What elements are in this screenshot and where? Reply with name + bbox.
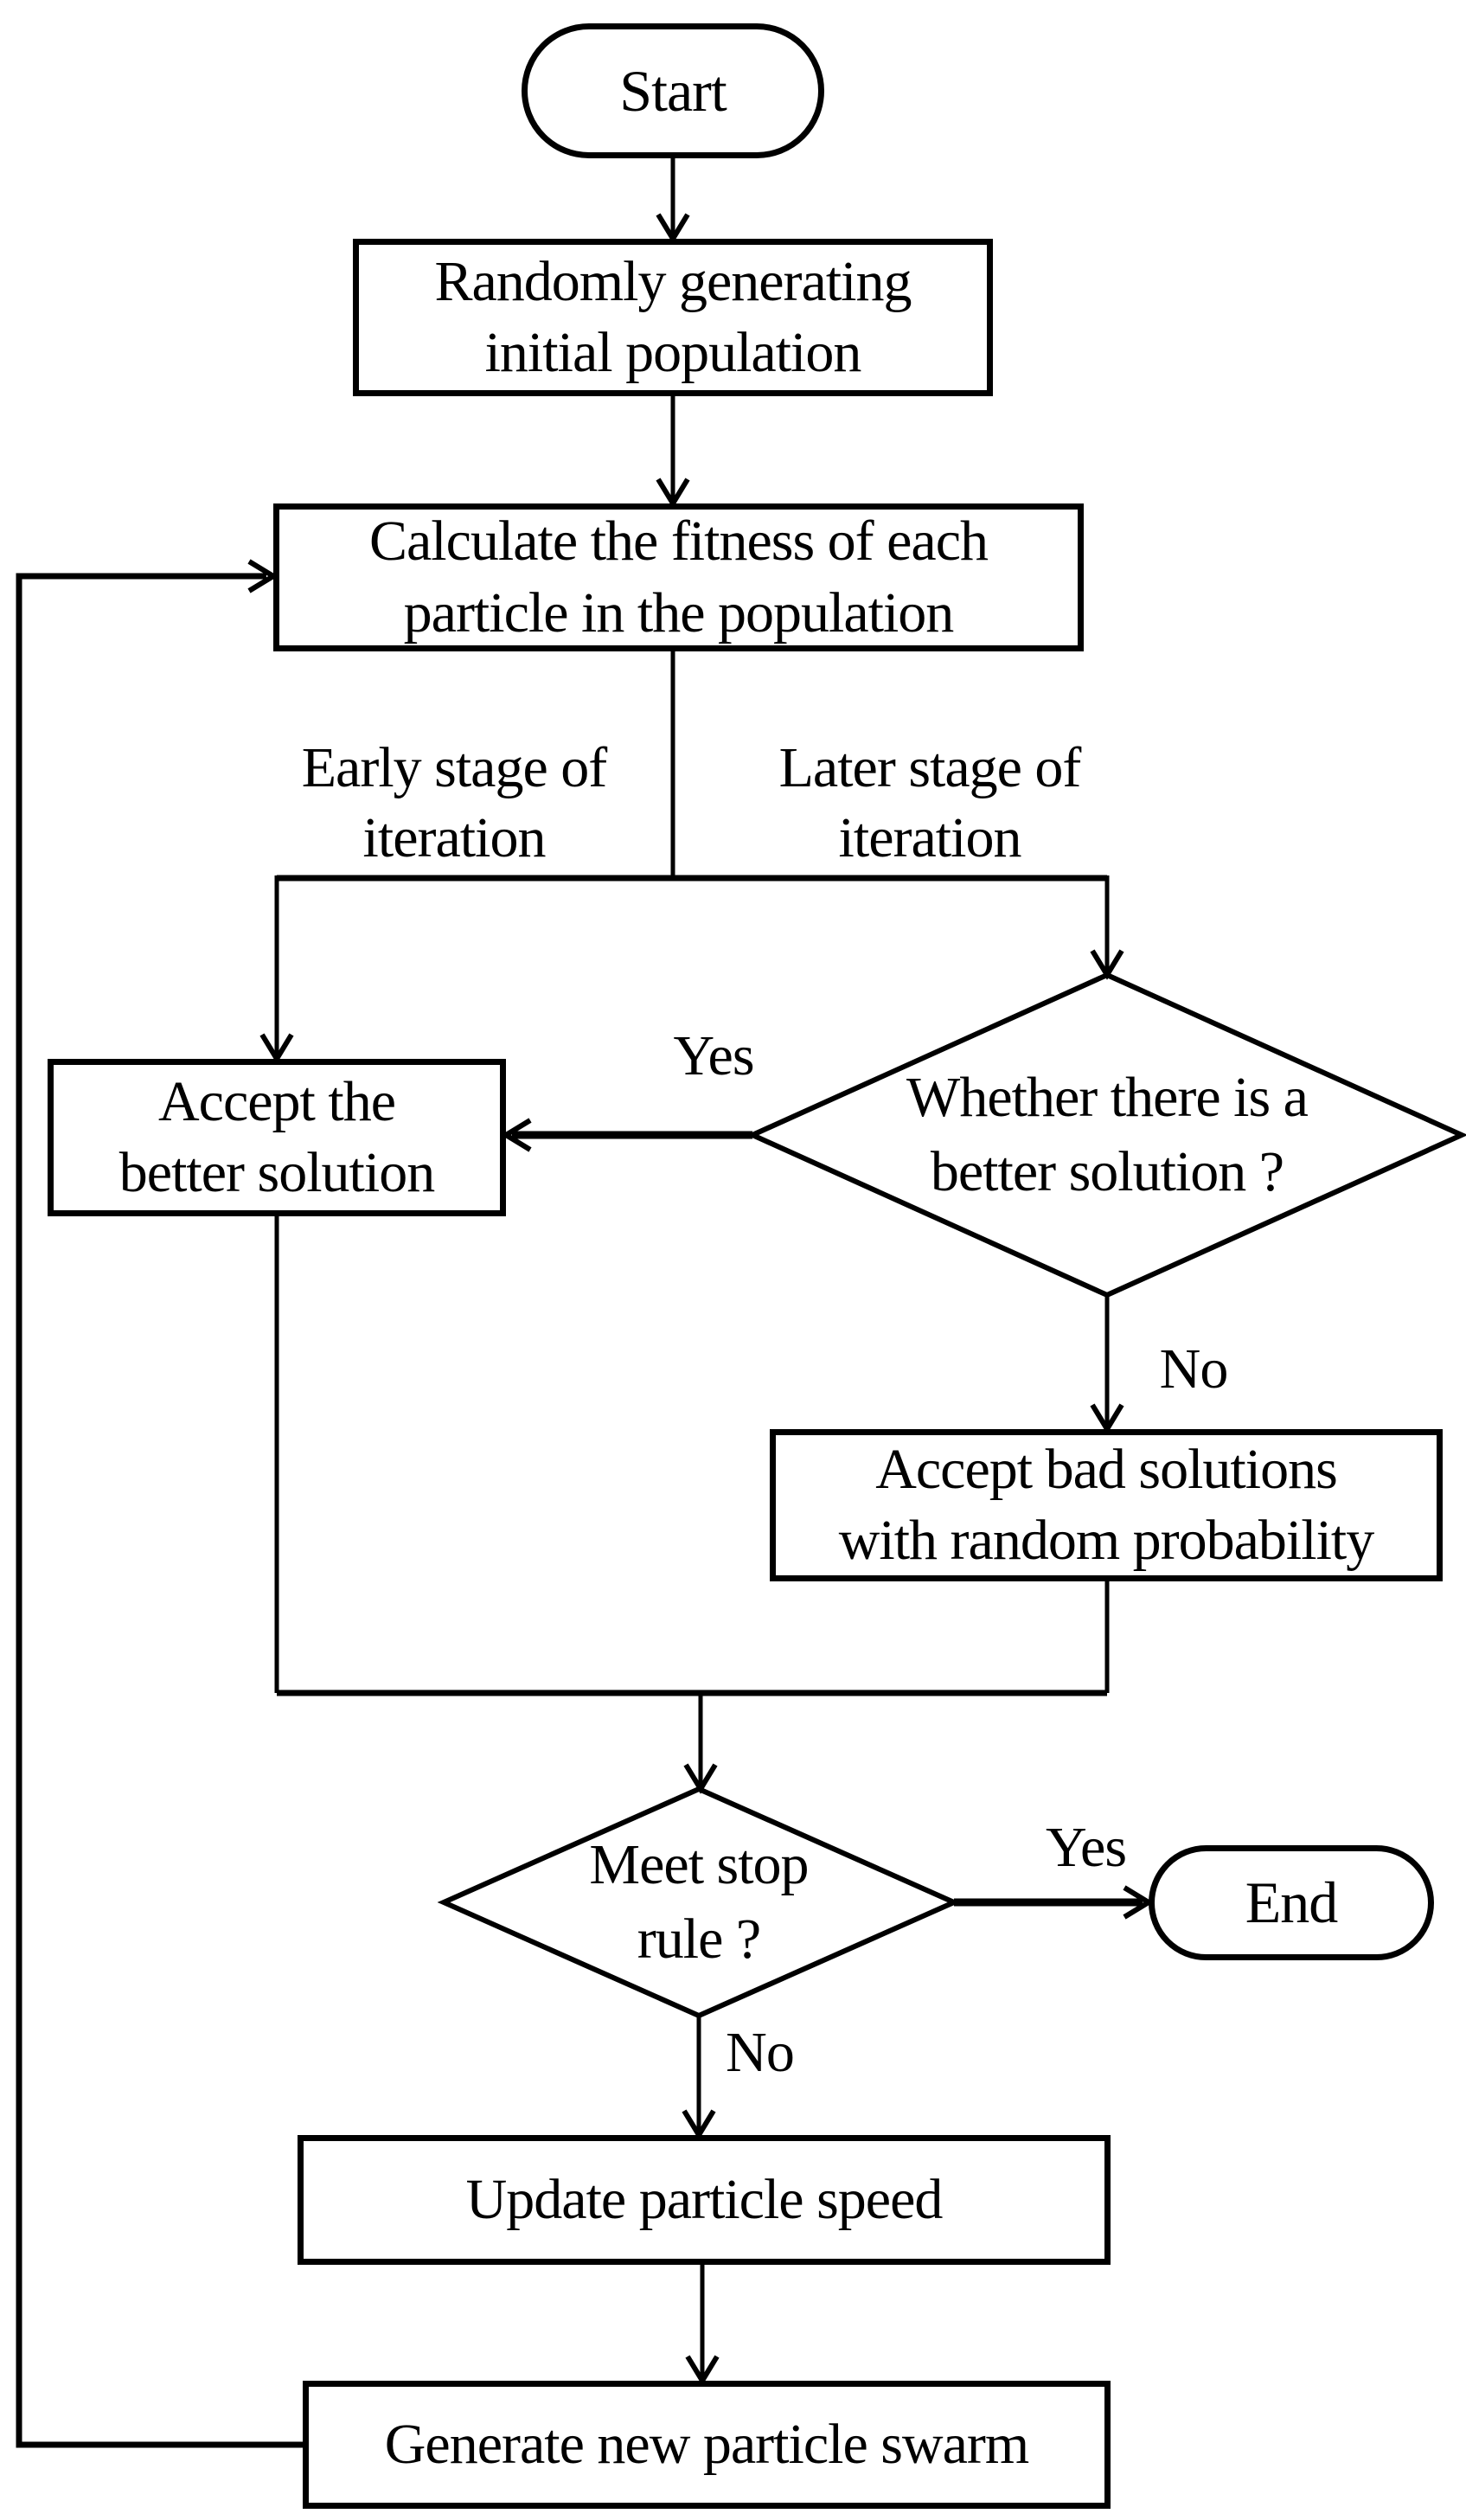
stop-no-edge-label: No [726, 2020, 795, 2084]
better-solution-diamond-label: Whether there is a better solution ? [906, 1066, 1309, 1203]
better-yes-edge-label: Yes [673, 1023, 754, 1087]
stop-rule-diamond-label: Meet stop rule ? [589, 1833, 809, 1971]
calc-fitness-box: Calculate the fitness of each particle i… [273, 503, 1084, 651]
arrowhead-stop-diamond [683, 1763, 718, 1794]
accept-bad-box: Accept bad solutions with random probabi… [770, 1429, 1443, 1581]
generate-swarm-box: Generate new particle swarm [303, 2381, 1111, 2509]
better-no-edge-label: No [1159, 1337, 1229, 1401]
accept-better-box: Accept the better solution [48, 1059, 506, 1216]
stop-yes-edge-label: Yes [1045, 1815, 1127, 1879]
update-speed-box: Update particle speed [298, 2135, 1111, 2265]
arrowhead-better-yes [501, 1118, 532, 1152]
init-population-box: Randomly generating initial population [353, 239, 993, 396]
early-stage-edge-label: Early stage of iteration [301, 736, 608, 869]
edge-feedback-loop [16, 573, 303, 2448]
arrowhead-better-diamond [1090, 949, 1124, 980]
start-terminator: Start [522, 23, 824, 158]
later-stage-edge-label: Later stage of iteration [778, 736, 1082, 869]
end-terminator: End [1149, 1845, 1434, 1960]
